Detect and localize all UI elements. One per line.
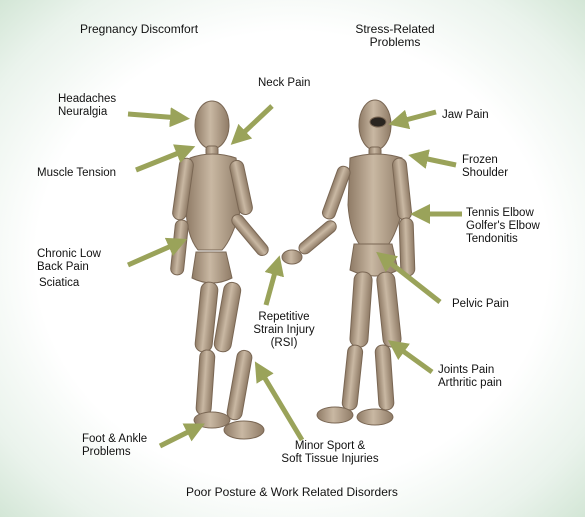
label-jaw-pain: Jaw Pain bbox=[442, 109, 489, 121]
label-rsi-line3: (RSI) bbox=[270, 337, 298, 349]
label-rsi-line2: Strain Injury bbox=[253, 324, 315, 336]
label-headaches: Headaches Neuralgia bbox=[58, 93, 116, 119]
arrow-foot bbox=[158, 423, 205, 449]
label-tendonitis: Tendonitis bbox=[466, 233, 518, 245]
label-frozen-line1: Frozen bbox=[462, 154, 498, 166]
label-muscle-tension: Muscle Tension bbox=[37, 167, 117, 179]
arrow-minor bbox=[254, 361, 305, 442]
label-headaches-text: Headaches bbox=[58, 93, 117, 105]
label-frozen-line2: Shoulder bbox=[462, 167, 509, 179]
right-mannequin bbox=[298, 99, 416, 426]
label-pelvic-pain: Pelvic Pain bbox=[452, 298, 509, 310]
label-chronic-low-line2: Back Pain bbox=[37, 261, 89, 273]
label-foot-line2: Problems bbox=[82, 446, 131, 458]
label-neck-pain: Neck Pain bbox=[258, 77, 311, 89]
label-rsi-line1: Repetitive bbox=[258, 311, 310, 323]
label-chronic-low-line1: Chronic Low bbox=[37, 248, 101, 260]
label-minor-line2: Soft Tissue Injuries bbox=[281, 453, 379, 465]
label-foot-ankle: Foot & Ankle Problems bbox=[82, 433, 147, 459]
arrow-chronic-low bbox=[126, 237, 188, 268]
arrow-jaw bbox=[388, 109, 437, 130]
label-joints-pain: Joints Pain bbox=[438, 364, 495, 376]
heading-pregnancy: Pregnancy Discomfort bbox=[80, 22, 199, 36]
arrow-headaches bbox=[127, 107, 190, 128]
label-arthritic-pain: Arthritic pain bbox=[438, 377, 502, 389]
footer-title: Poor Posture & Work Related Disorders bbox=[186, 485, 398, 499]
label-tennis-elbow: Tennis Elbow bbox=[466, 207, 534, 219]
label-golfers-elbow: Golfer's Elbow bbox=[466, 220, 540, 232]
arrow-neck-pain bbox=[230, 104, 274, 145]
arrow-frozen bbox=[408, 149, 457, 169]
arrow-pelvic bbox=[376, 251, 442, 304]
label-rsi: Repetitive Strain Injury (RSI) bbox=[242, 311, 326, 350]
label-minor-line1: Minor Sport & bbox=[294, 440, 366, 452]
heading-stress-line1: Stress-Related bbox=[355, 22, 435, 36]
label-neuralgia-text: Neuralgia bbox=[58, 106, 108, 118]
arrow-rsi bbox=[263, 255, 284, 306]
label-elbow-group: Tennis Elbow Golfer's Elbow Tendonitis bbox=[466, 207, 540, 246]
label-chronic-low-back: Chronic Low Back Pain bbox=[37, 248, 101, 274]
arrow-muscle-tension bbox=[135, 144, 196, 173]
arrow-joints bbox=[387, 340, 434, 375]
label-foot-line1: Foot & Ankle bbox=[82, 433, 148, 445]
heading-stress: Stress-Related Problems bbox=[345, 23, 445, 49]
label-frozen-shoulder: Frozen Shoulder bbox=[462, 154, 508, 180]
heading-stress-line2: Problems bbox=[369, 35, 421, 49]
label-sciatica: Sciatica bbox=[39, 277, 80, 289]
left-mannequin bbox=[170, 100, 303, 440]
label-joints: Joints Pain Arthritic pain bbox=[438, 364, 502, 390]
label-minor-sport: Minor Sport & Soft Tissue Injuries bbox=[272, 440, 388, 466]
